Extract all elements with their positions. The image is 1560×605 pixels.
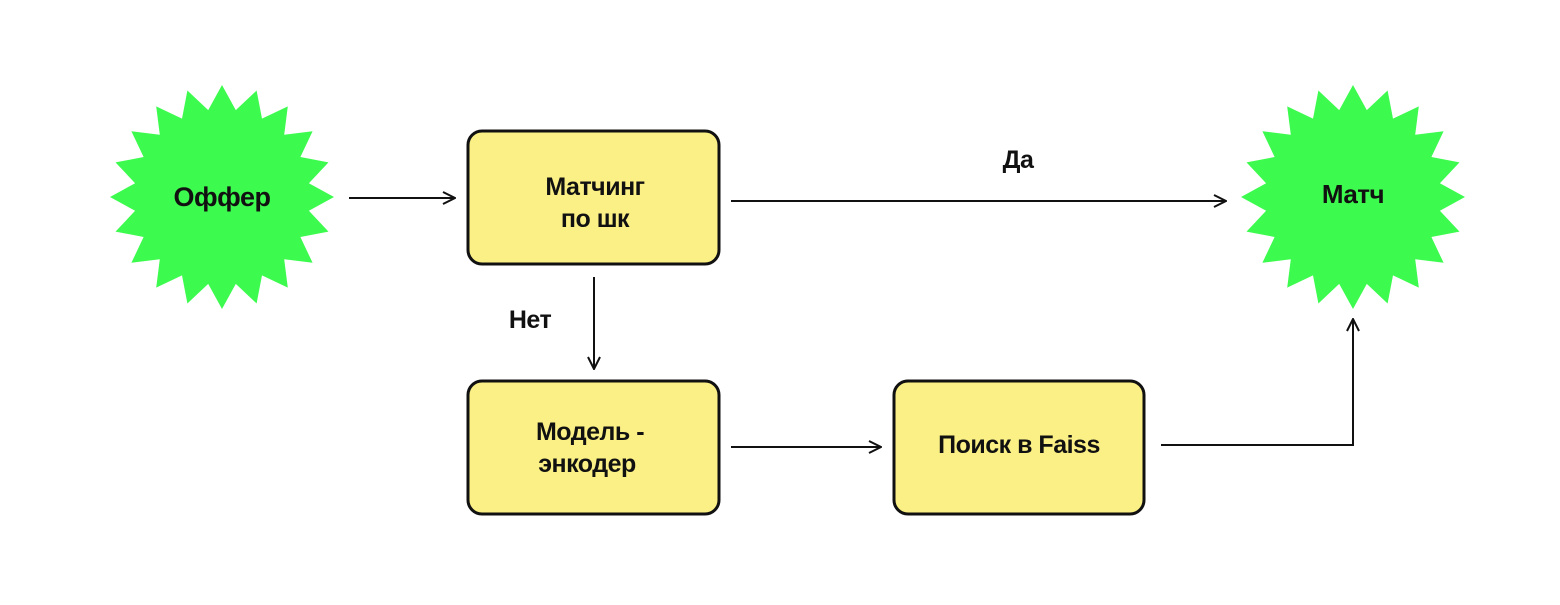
barcode-matching-node: Матчинг по шк <box>466 129 721 266</box>
offer-starburst-shape <box>110 85 334 309</box>
model-encoder-label-line1: Модель - <box>536 418 644 446</box>
match-label: Матч <box>1322 179 1384 209</box>
barcode-matching-label-line2: по шк <box>561 205 630 233</box>
model-encoder-box <box>466 379 721 516</box>
model-encoder-label-line2: энкодер <box>538 450 636 478</box>
model-encoder-node: Модель - энкодер <box>466 379 721 516</box>
faiss-search-label: Поиск в Faiss <box>938 431 1100 459</box>
match-starburst-shape <box>1241 85 1465 309</box>
offer-label: Оффер <box>174 182 271 212</box>
barcode-matching-box <box>466 129 721 266</box>
faiss-search-node: Поиск в Faiss <box>892 379 1146 516</box>
barcode-matching-label-line1: Матчинг <box>545 173 644 201</box>
edge-label-yes: Да <box>1003 146 1035 174</box>
edge-label-no: Нет <box>509 306 552 334</box>
faiss-search-box <box>892 379 1146 516</box>
edge-faiss-to-match <box>1161 319 1353 446</box>
match-node: Матч <box>1241 85 1465 309</box>
offer-node: Оффер <box>110 85 334 309</box>
